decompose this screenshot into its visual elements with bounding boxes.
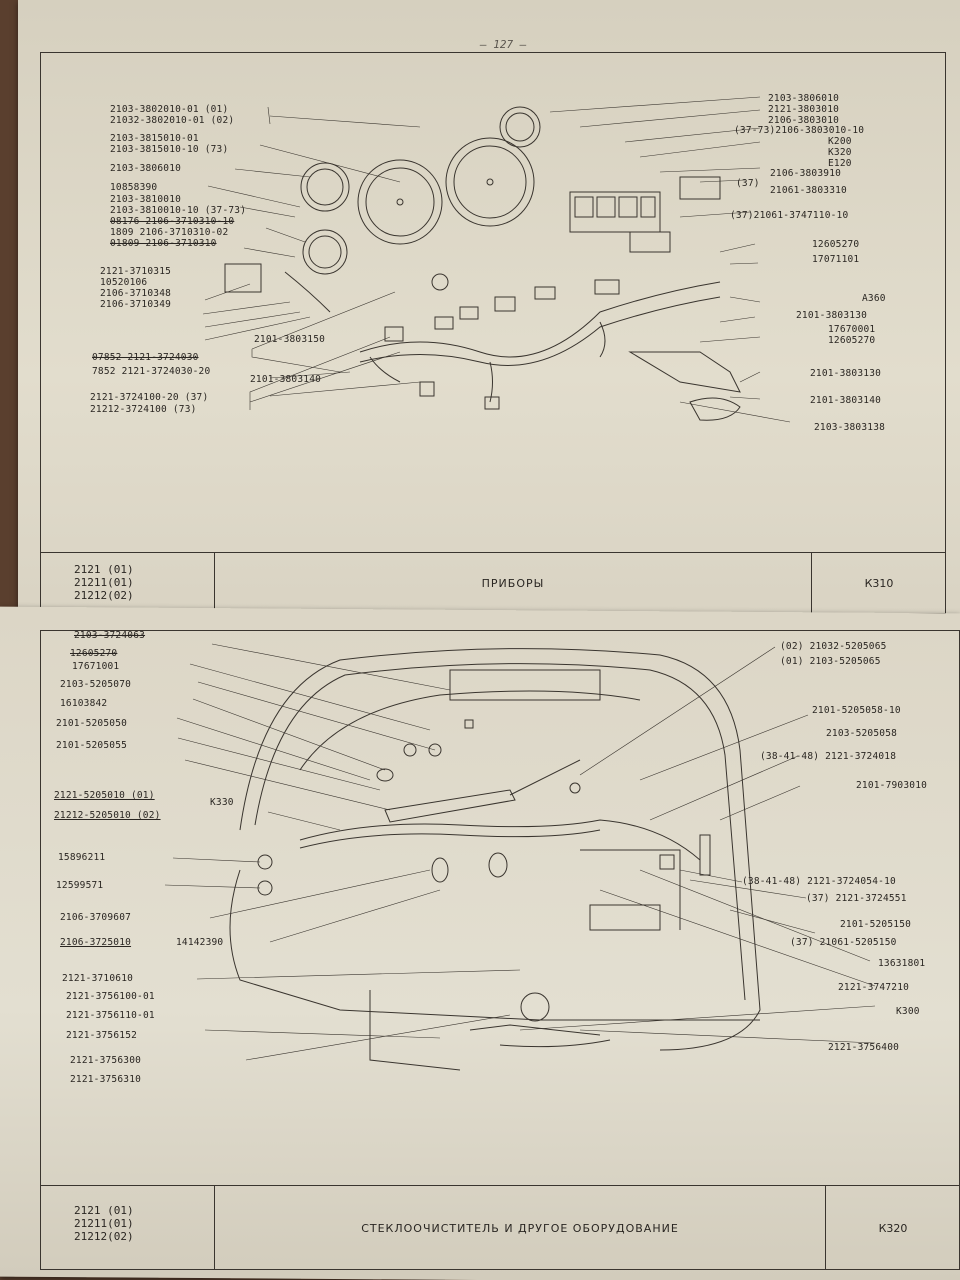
part-label: 2101-7903010 bbox=[856, 780, 928, 791]
part-label: 01809 2106-3710310 bbox=[110, 238, 217, 249]
part-label: 10520106 bbox=[100, 277, 148, 288]
part-label: 13631801 bbox=[878, 958, 926, 969]
part-label: 2106-3803910 bbox=[770, 168, 842, 179]
part-label: 21061-3803310 bbox=[770, 185, 847, 196]
part-label: 2121-3747210 bbox=[838, 982, 910, 993]
part-label: 12605270 bbox=[828, 335, 876, 346]
part-label: 2121-3756152 bbox=[66, 1030, 138, 1041]
part-label: К320 bbox=[828, 147, 852, 158]
part-label: 07852 2121-3724030 bbox=[92, 352, 199, 363]
part-label: 10858390 bbox=[110, 182, 158, 193]
part-label: 2121-3756400 bbox=[828, 1042, 900, 1053]
part-label: (38-41-48) 2121-3724018 bbox=[760, 751, 897, 762]
part-label: 12605270 bbox=[70, 648, 118, 659]
part-label: 2106-3709607 bbox=[60, 912, 132, 923]
part-label: 2103-3810010 bbox=[110, 194, 182, 205]
model-code: 2121 (01) bbox=[74, 563, 134, 576]
part-label: 1809 2106-3710310-02 bbox=[110, 227, 229, 238]
part-label: 2103-5205058 bbox=[826, 728, 898, 739]
part-label: (37-73)2106-3803010-10 bbox=[734, 125, 865, 136]
part-label: 2121-3724100-20 (37) bbox=[90, 392, 209, 403]
model-code: 2121 (01) bbox=[74, 1204, 134, 1217]
part-label: 2106-3710348 bbox=[100, 288, 172, 299]
top-left-labels: 2103-3802010-01 (01) 21032-3802010-01 (0… bbox=[62, 104, 246, 310]
part-label: 15896211 bbox=[58, 852, 106, 863]
part-label: 2101-3803140 bbox=[250, 374, 322, 385]
part-label: 2103-3724063 bbox=[74, 630, 146, 641]
part-label: 2121-5205010 (01) bbox=[54, 790, 155, 801]
part-label: 2121-3756300 bbox=[70, 1055, 142, 1066]
part-label: 2121-3803010 bbox=[768, 104, 840, 115]
instrument-cluster-diagram bbox=[202, 96, 791, 423]
part-label: 08176 2106-3710310-10 bbox=[110, 216, 235, 227]
part-label: 2101-5205150 bbox=[840, 919, 912, 930]
catalog-page-instruments: — 127 — bbox=[18, 0, 960, 626]
part-label: 2106-3725010 bbox=[60, 937, 132, 948]
section-code: К320 bbox=[878, 1221, 908, 1235]
title-block-top: 2121 (01) 21211(01) 21212(02) ПРИБОРЫ К3… bbox=[40, 552, 946, 614]
part-label: К200 bbox=[828, 136, 852, 147]
part-label: 2121-3756110-01 bbox=[66, 1010, 155, 1021]
part-label: 16103842 bbox=[60, 698, 108, 709]
part-label: 2103-3806010 bbox=[110, 163, 182, 174]
section-title: СТЕКЛООЧИСТИТЕЛЬ И ДРУГОЕ ОБОРУДОВАНИЕ bbox=[215, 1186, 826, 1270]
part-label: 2103-5205070 bbox=[60, 679, 132, 690]
part-label: (01) 2103-5205065 bbox=[780, 656, 881, 667]
part-label: 2101-3803140 bbox=[810, 395, 882, 406]
part-label: 2103-3815010-10 (73) bbox=[110, 144, 229, 155]
part-label: 17670001 bbox=[828, 324, 876, 335]
part-label: 7852 2121-3724030-20 bbox=[92, 366, 211, 377]
part-label: 2101-3803150 bbox=[254, 334, 326, 345]
part-label: 2101-3803130 bbox=[796, 310, 868, 321]
model-code: 21212(02) bbox=[74, 589, 134, 602]
part-label: 2101-3803130 bbox=[810, 368, 882, 379]
part-label: 17671001 bbox=[72, 661, 120, 672]
part-label: 2103-3810010-10 (37-73) bbox=[110, 205, 247, 216]
part-label: Е120 bbox=[828, 158, 852, 169]
part-label: 2106-3803010 bbox=[768, 115, 840, 126]
part-label: 21212-3724100 (73) bbox=[90, 404, 197, 415]
model-code: 21212(02) bbox=[74, 1230, 134, 1243]
part-label: 2103-3815010-01 bbox=[110, 133, 199, 144]
part-label: 2103-3806010 bbox=[768, 93, 840, 104]
part-label: 17071101 bbox=[812, 254, 860, 265]
part-label: 14142390 bbox=[176, 937, 224, 948]
part-label: 2101-5205050 bbox=[56, 718, 128, 729]
part-label: 2121-3756310 bbox=[70, 1074, 142, 1085]
model-code: 21211(01) bbox=[74, 1217, 134, 1230]
section-title: ПРИБОРЫ bbox=[215, 553, 812, 614]
part-label: 12599571 bbox=[56, 880, 104, 891]
part-label: 2121-3756100-01 bbox=[66, 991, 155, 1002]
part-label: 2101-5205058-10 bbox=[812, 705, 901, 716]
section-code: К310 bbox=[864, 577, 894, 590]
model-list: 2121 (01) 21211(01) 21212(02) bbox=[40, 1186, 215, 1270]
part-label: (02) 21032-5205065 bbox=[780, 641, 887, 652]
part-label: 2106-3710349 bbox=[100, 299, 172, 310]
part-label: А360 bbox=[862, 293, 886, 304]
part-label: (37) 21061-5205150 bbox=[790, 937, 897, 948]
part-label: К330 bbox=[210, 797, 234, 808]
model-code: 21211(01) bbox=[74, 576, 134, 589]
part-label: 21032-3802010-01 (02) bbox=[110, 115, 235, 126]
page-number: — 127 — bbox=[480, 38, 527, 51]
part-label: 12605270 bbox=[812, 239, 860, 250]
model-list: 2121 (01) 21211(01) 21212(02) bbox=[40, 553, 215, 614]
part-label: 21212-5205010 (02) bbox=[54, 810, 161, 821]
part-label: (37) bbox=[736, 178, 760, 189]
part-label: 2101-5205055 bbox=[56, 740, 128, 751]
part-label: К300 bbox=[896, 1006, 920, 1017]
part-label: (37) 2121-3724551 bbox=[806, 893, 907, 904]
part-label: 2121-3710610 bbox=[62, 973, 134, 984]
part-label: 2103-3802010-01 (01) bbox=[110, 104, 229, 115]
part-label: (38-41-48) 2121-3724054-10 bbox=[742, 876, 896, 887]
part-label: (37)21061-3747110-10 bbox=[730, 210, 849, 221]
part-label: 2121-3710315 bbox=[100, 266, 172, 277]
wiper-equipment-diagram bbox=[164, 643, 876, 1071]
part-label: 2103-3803138 bbox=[814, 422, 886, 433]
title-block-bottom: 2121 (01) 21211(01) 21212(02) СТЕКЛООЧИС… bbox=[40, 1185, 960, 1270]
